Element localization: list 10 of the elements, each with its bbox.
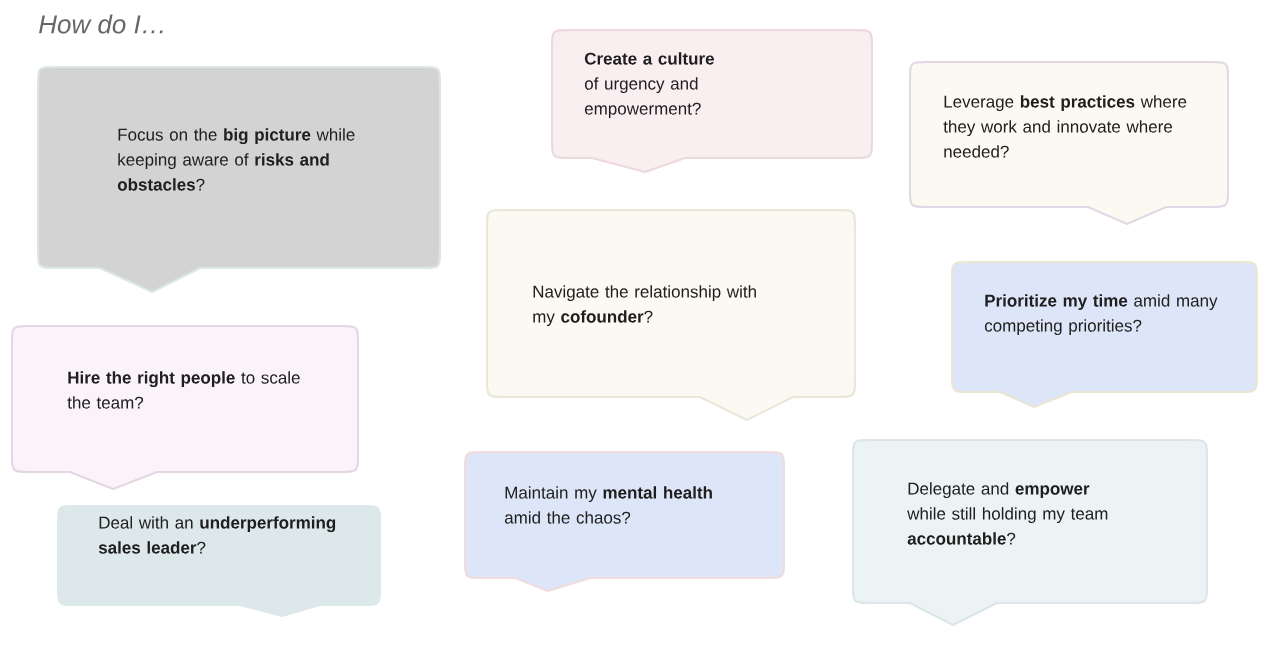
speech-bubble: Delegate and empower while still holding my team accountable? (852, 439, 1208, 626)
speech-bubble: Navigate the relationship with my cofounder? (486, 209, 856, 421)
speech-bubble: Deal with an underperforming sales leader? (57, 505, 381, 617)
title: How do I… (39, 14, 163, 34)
speech-bubble: Hire the right people to scale the team? (11, 325, 359, 490)
speech-bubble: Create a culture of urgency and empowerment? (551, 29, 873, 173)
speech-bubble: Focus on the big picture while keeping aware of risks and obstacles? (37, 66, 441, 293)
speech-bubble: Maintain my mental health amid the chaos? (464, 451, 785, 592)
speech-bubble: Prioritize my time amid many competing priorities? (951, 261, 1258, 408)
speech-bubble: Leverage best practices where they work and innovate where needed? (909, 61, 1229, 225)
